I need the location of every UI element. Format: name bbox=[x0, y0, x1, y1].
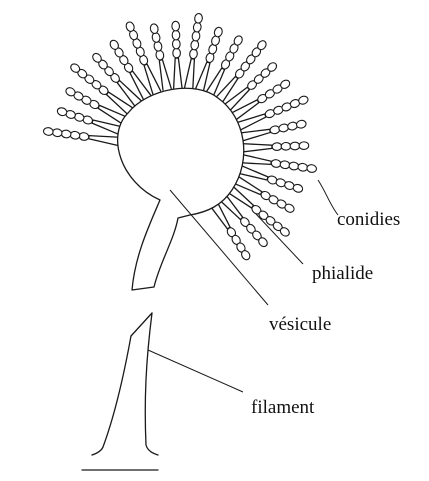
conidium bbox=[52, 128, 63, 137]
conidia-chain bbox=[240, 120, 307, 142]
conidium bbox=[280, 160, 291, 169]
phialide bbox=[242, 144, 272, 152]
conidia-chain bbox=[215, 39, 268, 104]
vesicle-outline bbox=[118, 88, 244, 290]
conidium bbox=[172, 21, 180, 31]
conidium bbox=[79, 132, 90, 141]
label-conidies: conidies bbox=[337, 209, 400, 230]
conidia-chain bbox=[242, 142, 309, 152]
phialide bbox=[174, 58, 182, 88]
filament-body bbox=[145, 313, 158, 455]
conidium bbox=[70, 131, 81, 140]
conidium bbox=[61, 130, 72, 139]
conidium bbox=[290, 142, 300, 150]
conidium bbox=[296, 120, 307, 129]
filament-top-break bbox=[131, 313, 152, 336]
conidium bbox=[272, 143, 282, 151]
label-vesicule: vésicule bbox=[269, 314, 331, 335]
leader-conidies bbox=[318, 180, 338, 215]
conidia-chain bbox=[150, 23, 172, 90]
conidium bbox=[43, 127, 54, 136]
conidium bbox=[172, 30, 180, 40]
phialide bbox=[195, 62, 210, 92]
phialide bbox=[240, 129, 271, 141]
conidium bbox=[150, 23, 159, 34]
phialide bbox=[159, 60, 171, 91]
label-phialide: phialide bbox=[312, 263, 373, 284]
conidium bbox=[306, 164, 317, 173]
conidium bbox=[298, 163, 309, 172]
filament-left-edge bbox=[92, 336, 131, 455]
conidia-chain bbox=[172, 21, 182, 88]
phialide bbox=[184, 59, 194, 90]
conidium bbox=[194, 13, 203, 24]
conidium bbox=[189, 49, 198, 60]
conidium bbox=[192, 31, 201, 42]
conidia-chain bbox=[223, 61, 278, 112]
conidia-chain bbox=[69, 62, 134, 115]
conidia-chain bbox=[226, 185, 291, 238]
conidium bbox=[289, 162, 300, 171]
conidium bbox=[299, 142, 309, 150]
conidia-chain bbox=[218, 193, 269, 248]
phialide bbox=[241, 154, 272, 164]
conidia-chain bbox=[91, 52, 142, 107]
conidium bbox=[190, 40, 199, 51]
label-filament: filament bbox=[251, 397, 315, 418]
conidium bbox=[271, 159, 282, 168]
leader-filament bbox=[148, 350, 243, 392]
conidium bbox=[172, 39, 180, 49]
conidium bbox=[173, 48, 181, 58]
phialide bbox=[89, 136, 120, 146]
conidium bbox=[281, 142, 291, 150]
conidium bbox=[193, 22, 202, 33]
